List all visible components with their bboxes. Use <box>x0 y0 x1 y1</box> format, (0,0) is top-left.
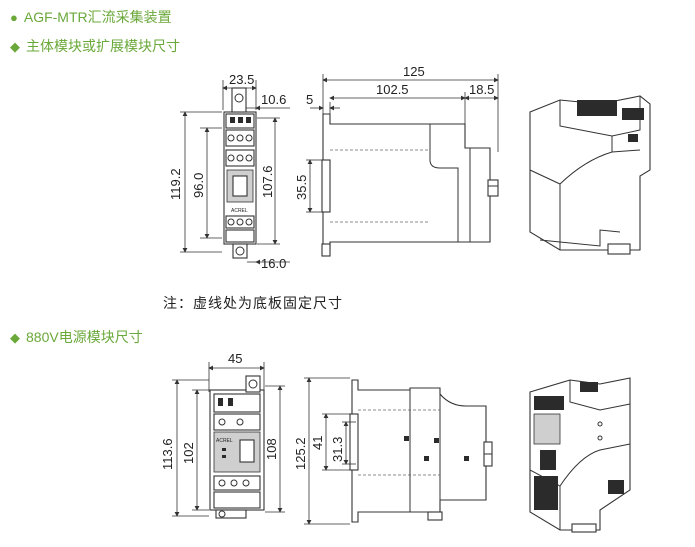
power-3d-view <box>529 377 631 533</box>
dim-main-front-width: 23.5 <box>229 72 254 87</box>
main-side-view: 125 102.5 18.5 5 35.5 <box>294 64 499 257</box>
dim-power-front-width: 45 <box>228 351 242 366</box>
dim-main-side-depth-mid: 102.5 <box>376 82 409 97</box>
dim-main-front-height-inner: 96.0 <box>191 173 206 198</box>
dim-power-side-height-total: 125.2 <box>293 437 308 470</box>
dim-main-side-depth-right: 18.5 <box>469 82 494 97</box>
dim-power-front-height-total: 113.6 <box>160 438 175 470</box>
power-side-view: 125.2 41 31.3 <box>293 377 493 525</box>
header-agf-mtr: ● AGF-MTR汇流采集装置 <box>10 7 172 27</box>
bullet-dot-icon: ● <box>10 9 18 25</box>
main-module-brand-label: ACREL <box>231 208 248 214</box>
header-agf-mtr-title: AGF-MTR汇流采集装置 <box>23 9 172 25</box>
main-3d-view <box>529 95 651 255</box>
dim-main-front-height-total: 119.2 <box>168 168 183 200</box>
dim-main-front-height-body: 107.6 <box>260 165 275 198</box>
header-power-module-title: 880V电源模块尺寸 <box>26 329 143 345</box>
diamond-bullet-icon: ◆ <box>10 329 20 345</box>
header-power-module: ◆ 880V电源模块尺寸 <box>10 327 143 347</box>
note-text: 注：虚线处为底板固定尺寸 <box>163 295 343 311</box>
dim-main-front-bottom: 16.0 <box>261 256 286 271</box>
dim-power-side-height-rail: 31.3 <box>330 437 345 462</box>
dim-main-side-rail: 35.5 <box>294 175 309 200</box>
header-main-module-title: 主体模块或扩展模块尺寸 <box>26 38 180 54</box>
dim-power-front-height-body: 108 <box>264 438 279 460</box>
dim-main-side-depth: 125 <box>403 64 425 79</box>
main-front-view: 23.5 10.6 ACREL 119.2 <box>168 72 290 271</box>
power-module-brand-label: ACREL <box>216 438 233 444</box>
header-main-module: ◆ 主体模块或扩展模块尺寸 <box>10 36 180 56</box>
diamond-bullet-icon: ◆ <box>10 38 20 54</box>
dim-main-side-depth-left: 5 <box>306 92 313 107</box>
dim-power-front-height-inner: 102 <box>181 442 196 464</box>
dim-main-front-depth-top: 10.6 <box>261 92 286 107</box>
power-front-view: 45 ACREL 113.6 102 108 <box>160 351 285 519</box>
dim-power-side-height-mid: 41 <box>310 436 325 450</box>
